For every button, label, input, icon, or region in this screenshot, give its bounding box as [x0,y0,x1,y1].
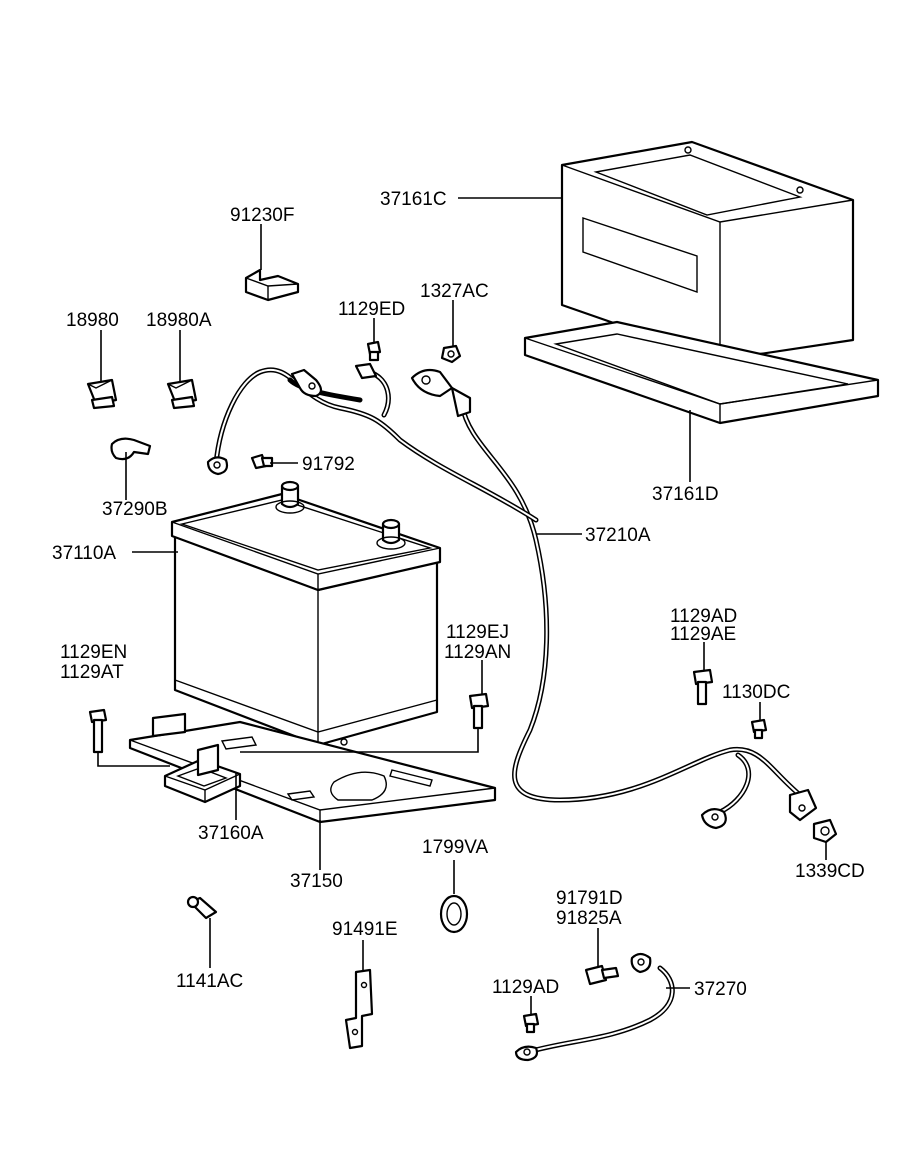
label-1129EJ: 1129EJ [446,622,509,643]
label-37290B: 37290B [102,499,168,520]
bolt-1129ED [366,340,382,362]
label-1339CD: 1339CD [795,861,865,882]
label-91825A: 91825A [556,908,622,929]
bolt-1129EJ [468,692,490,730]
label-1129AT: 1129AT [60,662,124,683]
wire-harness [206,362,539,523]
bolt-1130DC [750,718,768,740]
relay-18980 [86,378,118,410]
label-1129AD-bottom: 1129AD [492,977,559,998]
leader-lines [97,197,827,1014]
part-labels: 37161C 91230F 1327AC 1129ED 18980 18980A… [52,189,865,1000]
label-1799VA: 1799VA [422,837,489,858]
label-91230F: 91230F [230,205,294,226]
terminal-cap-37290B [110,437,152,461]
label-1129EN: 1129EN [60,642,127,663]
label-37161D: 37161D [652,484,719,505]
bolt-91791D [584,964,620,986]
label-91791D: 91791D [556,888,623,909]
label-1129AN: 1129AN [444,642,511,663]
label-18980: 18980 [66,310,119,331]
battery-tray-37150 [128,712,497,824]
bracket-91491E [344,968,374,1050]
bolt-1129EN [88,708,108,754]
relay-18980A [166,378,198,410]
cable-37270 [514,952,675,1062]
label-37110A: 37110A [52,543,116,564]
cable-37210A [410,368,818,830]
label-37150: 37150 [290,871,343,892]
nut-1327AC [440,344,462,364]
label-91491E: 91491E [332,919,398,940]
battery-tray-frame-37161D [523,320,880,425]
bolt-1129AD-top [692,668,714,706]
bolt-1141AC [186,895,218,920]
label-37210A: 37210A [585,525,651,546]
battery-cover-37161C [560,140,855,362]
label-1130DC: 1130DC [722,682,790,703]
bracket-91230F [244,268,300,302]
label-1141AC: 1141AC [176,971,243,992]
label-37161C: 37161C [380,189,447,210]
label-1327AC: 1327AC [420,281,489,302]
label-1129AE: 1129AE [670,624,736,645]
label-91792: 91792 [302,454,355,475]
grommet-1799VA [439,894,469,934]
label-1129ED: 1129ED [338,299,405,320]
bolt-91792 [250,453,274,470]
nut-1339CD [812,818,838,844]
label-18980A: 18980A [146,310,212,331]
battery-clamp-37160A [163,743,242,804]
label-37270: 37270 [694,979,747,1000]
label-37160A: 37160A [198,823,264,844]
label-1129AD-top: 1129AD [670,606,737,627]
bolt-1129AD-bottom [522,1012,540,1034]
battery-37110A [170,480,442,747]
